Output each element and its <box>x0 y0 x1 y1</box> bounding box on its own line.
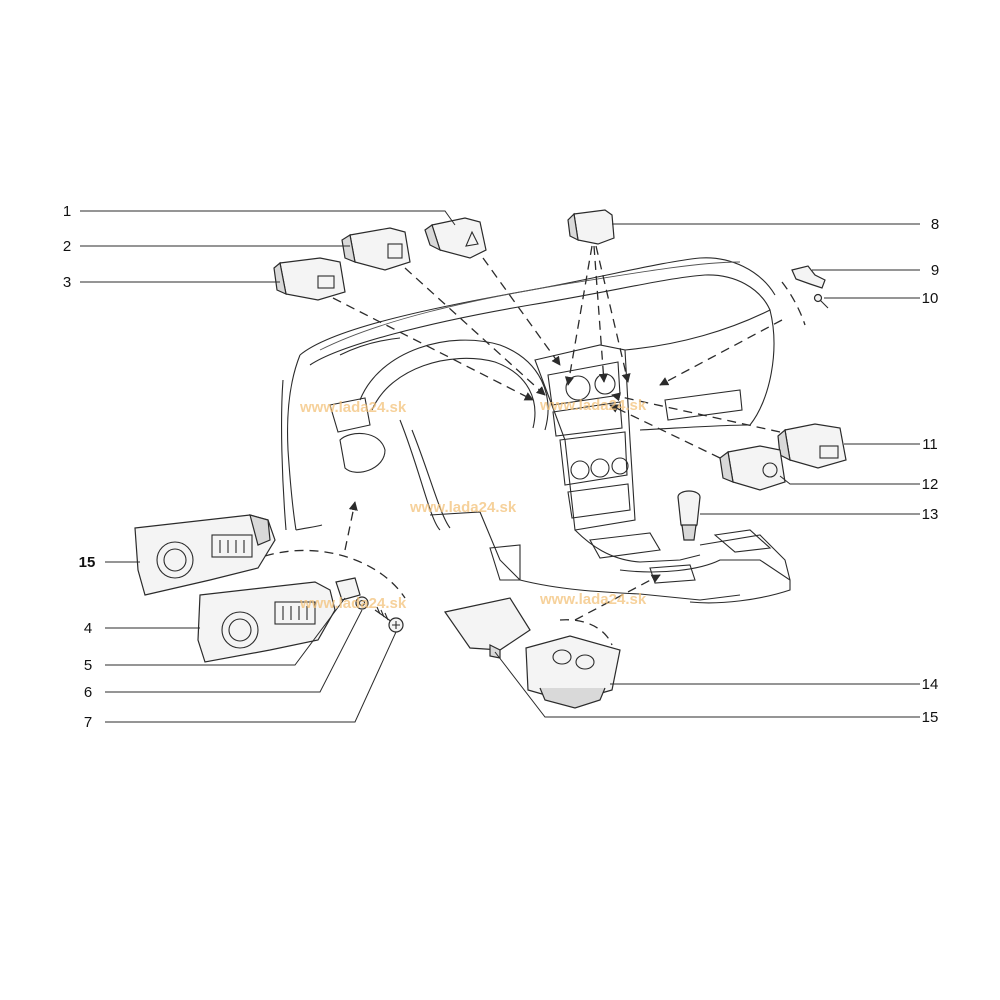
watermark-text: www.lada24.sk <box>409 499 517 516</box>
watermarks: www.lada24.sk www.lada24.sk www.lada24.s… <box>299 397 647 612</box>
part-1-hazard-switch <box>424 217 487 259</box>
part-6-washer <box>355 596 369 610</box>
callout-9: 9 <box>931 262 939 279</box>
part-3-rear-defog-switch <box>273 257 346 301</box>
callout-7: 7 <box>84 714 92 731</box>
dashboard-outline <box>281 257 791 604</box>
callout-8: 8 <box>931 216 939 233</box>
part-15-cover <box>443 597 531 659</box>
callout-12: 12 <box>922 476 939 493</box>
callout-13: 13 <box>922 506 939 523</box>
part-2-switch <box>341 227 411 271</box>
callout-11: 11 <box>922 436 938 453</box>
part-7-screw <box>374 606 404 633</box>
part-14-window-switch-block <box>525 635 621 709</box>
watermark-text: www.lada24.sk <box>539 591 647 608</box>
callout-15-left: 15 <box>79 554 96 571</box>
callout-14: 14 <box>922 676 939 693</box>
part-9-bracket <box>791 265 826 289</box>
part-13-cigarette-lighter <box>677 490 701 541</box>
callout-4: 4 <box>84 620 92 637</box>
watermark-text: www.lada24.sk <box>539 397 647 414</box>
part-10-screw <box>813 293 829 309</box>
callout-6: 6 <box>84 684 92 701</box>
callout-2: 2 <box>63 238 71 255</box>
callout-10: 10 <box>922 290 939 307</box>
part-8-switch <box>567 209 615 245</box>
assembly-arrows <box>264 245 806 646</box>
part-12-switch <box>719 445 786 491</box>
part-5-clip <box>335 577 361 601</box>
leader-lines <box>80 210 920 723</box>
part-11-switch <box>777 423 847 469</box>
callout-15-right: 15 <box>922 709 939 726</box>
callout-3: 3 <box>63 274 71 291</box>
callout-1: 1 <box>63 203 71 220</box>
part-15-heater-control-unit-upper <box>134 514 276 596</box>
watermark-text: www.lada24.sk <box>299 595 407 612</box>
callout-numbers: 1 2 3 4 5 6 7 15 8 9 10 11 12 13 14 15 <box>63 203 939 731</box>
part-4-heater-control-unit <box>197 581 336 663</box>
watermark-text: www.lada24.sk <box>299 399 407 416</box>
callout-5: 5 <box>84 657 92 674</box>
